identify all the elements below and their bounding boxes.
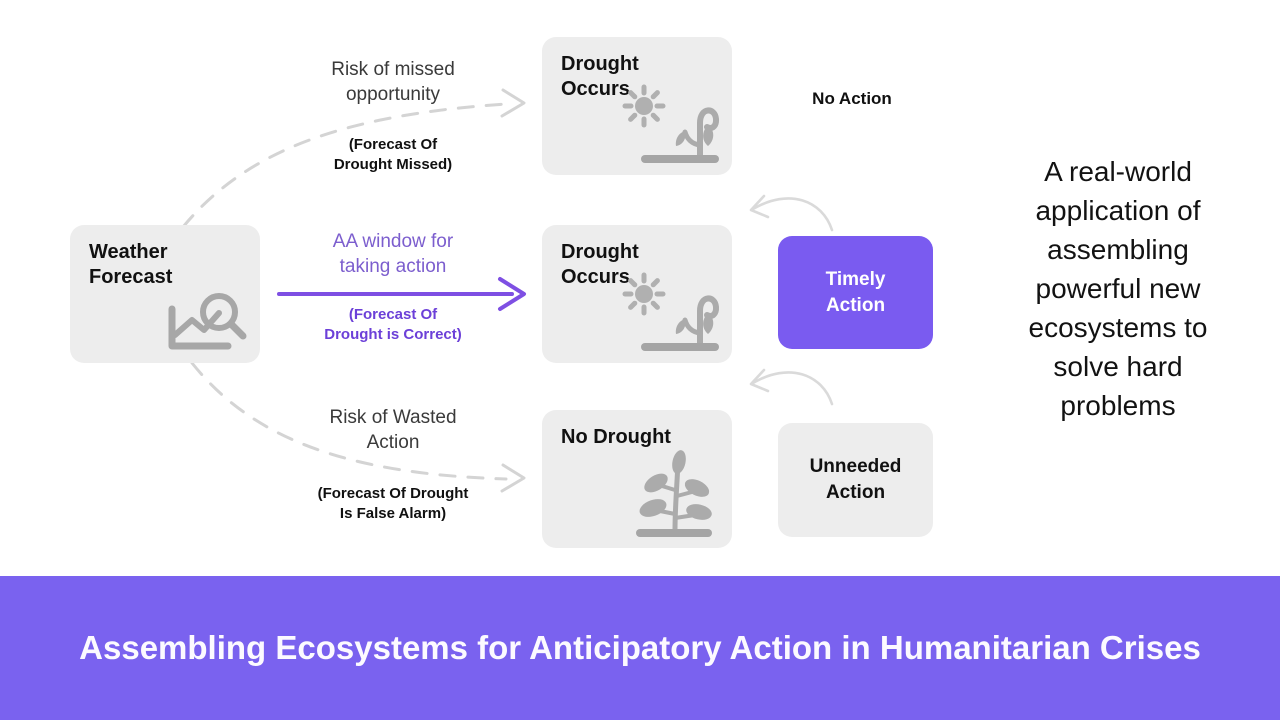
timely-action-label: Timely Action [825, 268, 886, 316]
no-drought-node: No Drought [542, 410, 732, 548]
slide-title: Assembling Ecosystems for Anticipatory A… [79, 629, 1201, 666]
unneeded-action-node: Unneeded Action [778, 423, 933, 537]
weather-forecast-node: Weather Forecast [70, 225, 260, 363]
drought-occurs-middle-node: Drought Occurs [542, 225, 732, 363]
chart-magnifier-icon [168, 293, 247, 350]
missed-opportunity-label: Risk of missed opportunity [331, 59, 455, 105]
sun-wilted-plant-icon [622, 272, 720, 351]
healthy-plant-icon [636, 450, 712, 537]
weather-forecast-label: Weather Forecast [89, 241, 173, 288]
timely-action-node: Timely Action [778, 236, 933, 349]
side-note: A real-world application of assembling p… [1028, 156, 1208, 421]
aa-window-note: (Forecast Of Drought is Correct) [324, 306, 462, 343]
no-action-label: No Action [812, 89, 892, 108]
missed-opportunity-note: (Forecast Of Drought Missed) [333, 136, 453, 173]
unneeded-action-label: Unneeded Action [809, 456, 902, 503]
sun-wilted-plant-icon [622, 84, 720, 163]
unneeded-feedback-arrow [749, 368, 834, 406]
aa-window-label: AA window for taking action [332, 231, 454, 277]
drought-occurs-label: Drought Occurs [561, 53, 639, 100]
title-banner: Assembling Ecosystems for Anticipatory A… [0, 576, 1280, 720]
no-drought-label: No Drought [561, 426, 671, 448]
drought-occurs-label: Drought Occurs [561, 241, 639, 288]
timely-feedback-arrow [749, 194, 834, 232]
wasted-action-note: (Forecast Of Drought Is False Alarm) [317, 485, 469, 522]
wasted-action-label: Risk of Wasted Action [329, 407, 457, 453]
drought-occurs-top-node: Drought Occurs [542, 37, 732, 175]
